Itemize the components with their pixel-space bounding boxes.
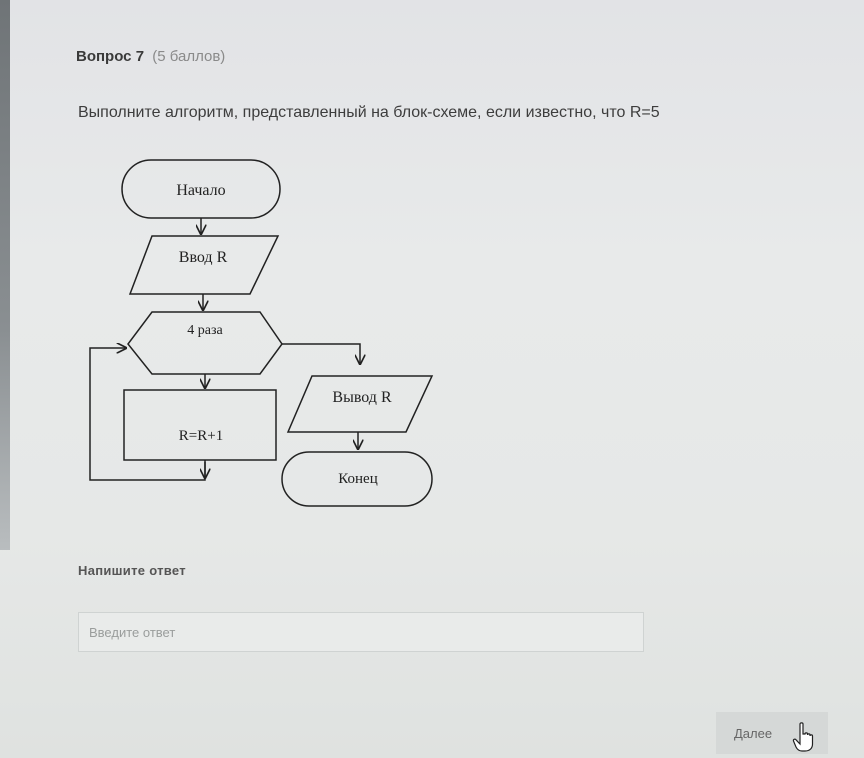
end-label: Конец — [338, 471, 377, 487]
left-edge-strip — [0, 0, 10, 550]
question-number: Вопрос 7 — [76, 48, 145, 65]
question-points: (5 баллов) — [152, 48, 226, 65]
flowchart-diagram: Начало Ввод R 4 раза R=R+1 Вывод R Конец — [89, 159, 434, 507]
arrow-loop-output — [282, 343, 360, 364]
process-block — [123, 389, 277, 461]
question-card: Вопрос 7 (5 баллов) Выполните алгоритм, … — [10, 0, 864, 758]
answer-input[interactable] — [78, 612, 644, 652]
input-label: Ввод R — [179, 249, 228, 266]
question-text: Выполните алгоритм, представленный на бл… — [78, 104, 660, 121]
output-block — [286, 375, 434, 433]
start-label: Начало — [176, 182, 225, 199]
input-block — [128, 235, 280, 295]
output-label: Вывод R — [332, 389, 392, 406]
end-terminator — [281, 451, 433, 507]
loop-label: 4 раза — [187, 323, 223, 338]
answer-label: Напишите ответ — [78, 563, 186, 578]
loop-block — [127, 311, 283, 375]
process-label: R=R+1 — [179, 428, 223, 444]
question-header: Вопрос 7 (5 баллов) — [76, 48, 225, 65]
hand-pointer-icon — [792, 722, 814, 752]
